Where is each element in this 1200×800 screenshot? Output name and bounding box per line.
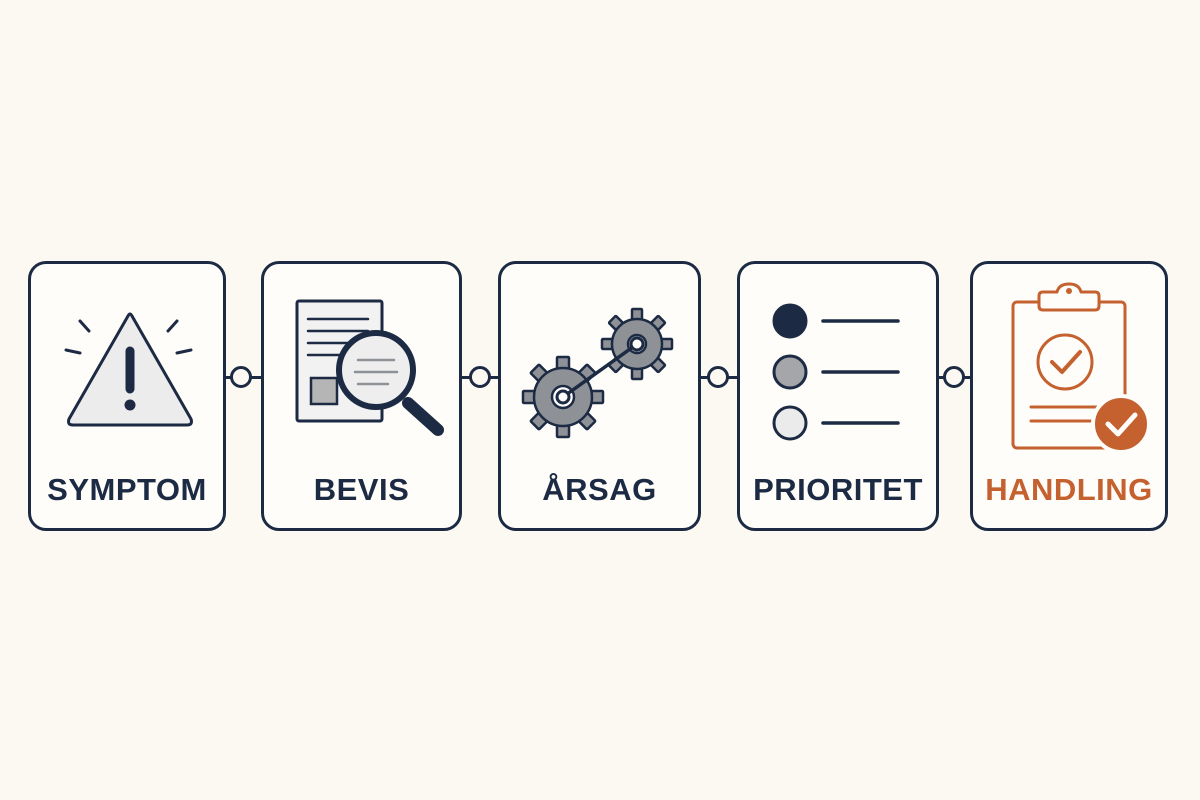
step-card-symptom: SYMPTOM [28,261,226,531]
connector-node [707,366,729,388]
step-card-bevis: BEVIS [261,261,462,531]
linked-gears-icon [521,307,674,439]
step-card-prioritet: PRIORITET [737,261,939,531]
step-card-arsag: ÅRSAG [498,261,701,531]
connector-node [943,366,965,388]
step-label-handling: HANDLING [985,472,1153,507]
warning-triangle-icon [64,312,193,427]
step-card-handling: HANDLING [970,261,1168,531]
step-label-bevis: BEVIS [313,472,410,507]
connector-node [469,366,491,388]
step-label-symptom: SYMPTOM [47,472,207,507]
step-label-prioritet: PRIORITET [753,472,923,507]
priority-list-icon [772,303,900,441]
connector-node [230,366,252,388]
document-magnifier-icon [295,299,444,436]
clipboard-check-icon [1011,282,1151,454]
step-label-arsag: ÅRSAG [542,472,657,507]
